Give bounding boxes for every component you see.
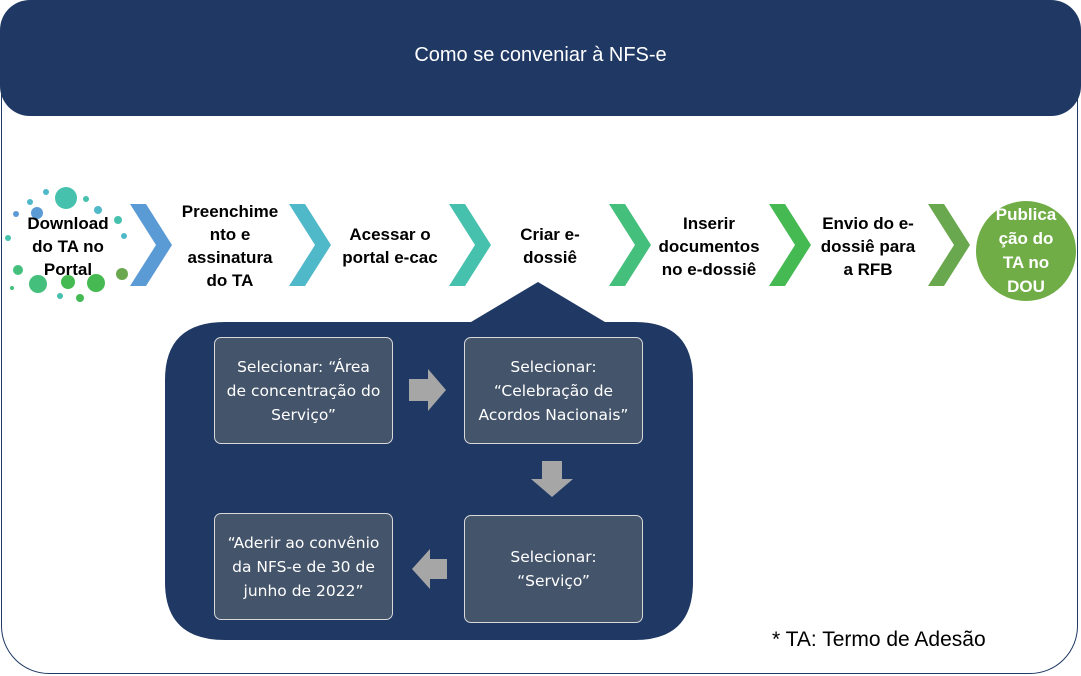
substep-servico: Selecionar:“Serviço”	[464, 515, 643, 623]
final-step-circle	[976, 201, 1076, 301]
chevron-right-icon	[449, 204, 491, 286]
header-banner: Como se conveniar à NFS-e	[0, 0, 1081, 116]
chevron-right-icon	[769, 204, 811, 286]
arrow-right-icon	[409, 369, 446, 411]
arrow-left-icon	[412, 549, 447, 589]
page-title: Como se conveniar à NFS-e	[414, 44, 667, 66]
chevron-right-icon	[928, 204, 970, 286]
footnote: * TA: Termo de Adesão	[772, 628, 986, 651]
chevron-right-icon	[130, 204, 172, 286]
chevron-right-icon	[289, 204, 331, 286]
dots-decoration-icon	[5, 187, 128, 302]
chevron-right-icon	[609, 204, 651, 286]
step-criar-edossie: Criar e-dossiê	[520, 225, 580, 267]
arrow-down-icon	[531, 461, 573, 497]
